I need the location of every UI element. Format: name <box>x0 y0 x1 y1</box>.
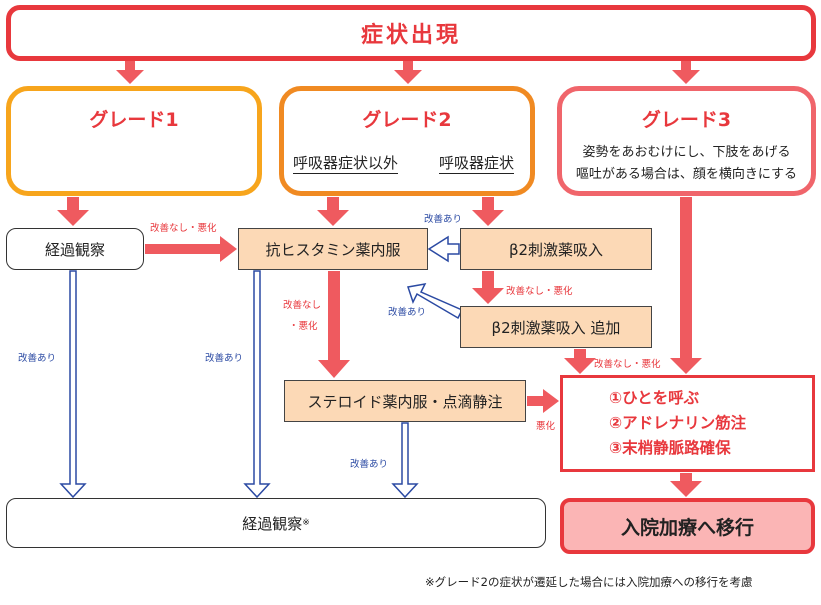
arrow-top-to-grade2 <box>394 61 422 84</box>
beta2-additional-label: β2刺激薬吸入 追加 <box>491 318 621 337</box>
arrow-grade2-to-beta2 <box>472 197 504 226</box>
grade2-box: グレード2 呼吸器症状以外 呼吸器症状 <box>279 86 535 196</box>
action-iv-access: ③末梢静脈路確保 <box>609 439 731 457</box>
arrow-actions-to-admission <box>670 473 702 497</box>
arrow-grade2-to-antihistamine <box>317 197 349 226</box>
symptom-onset-box: 症状出現 <box>6 5 816 61</box>
arrow-observe-to-antihistamine <box>145 236 237 262</box>
label-improve-steroid: 改善あり <box>350 459 389 470</box>
steroid-label: ステロイド薬内服・点滴静注 <box>307 392 503 411</box>
grade3-instruction-posture: 姿勢をあおむけにし、下肢をあげる <box>582 145 791 160</box>
label-improve-mid: 改善あり <box>205 353 244 364</box>
grade3-instruction-vomit: 嘔吐がある場合は、顔を横向きにする <box>575 167 798 182</box>
action-call-help: ①ひとを呼ぶ <box>609 389 700 407</box>
arrow-antihistamine-to-steroid <box>318 271 350 378</box>
steroid-box: ステロイド薬内服・点滴静注 <box>284 380 526 422</box>
observation-box-2: 経過観察※ <box>6 498 546 548</box>
arrow-top-to-grade1 <box>116 61 144 84</box>
label-worse-antihistamine-2: ・悪化 <box>289 321 318 332</box>
grade3-title: グレード3 <box>641 109 732 131</box>
admission-box: 入院加療へ移行 <box>560 498 815 554</box>
action-adrenaline: ②アドレナリン筋注 <box>609 414 747 432</box>
label-worse-beta2: 改善なし・悪化 <box>506 286 573 297</box>
antihistamine-box: 抗ヒスタミン薬内服 <box>238 228 428 270</box>
arrow-top-to-grade3 <box>672 61 700 84</box>
label-improve-beta2add: 改善あり <box>388 307 427 318</box>
label-improve-left: 改善あり <box>18 353 57 364</box>
grade2-title: グレード2 <box>362 109 452 131</box>
admission-label: 入院加療へ移行 <box>620 516 754 539</box>
arrow-beta2-to-beta2add <box>472 271 504 304</box>
arrow-beta2-to-antihistamine <box>427 235 460 263</box>
arrow-steroid-to-actions <box>527 389 559 413</box>
arrow-beta2add-to-actions <box>564 349 596 374</box>
beta2-inhalation-label: β2刺激薬吸入 <box>508 240 604 259</box>
emergency-actions-box: ①ひとを呼ぶ ②アドレナリン筋注 ③末梢静脈路確保 <box>560 375 815 472</box>
arrow-grade3-to-actions <box>670 197 702 374</box>
antihistamine-label: 抗ヒスタミン薬内服 <box>265 240 401 259</box>
symptom-onset-title: 症状出現 <box>360 23 461 48</box>
arrow-beta2add-to-antihistamine <box>407 283 464 320</box>
label-improve-beta2: 改善あり <box>424 214 463 225</box>
observation-note-mark: ※ <box>302 518 310 528</box>
label-worse-beta2add: 改善なし・悪化 <box>594 359 661 370</box>
observation-label-1: 経過観察 <box>44 240 105 259</box>
label-worse-antihistamine-1: 改善なし <box>283 300 322 311</box>
arrow-steroid-to-observe2 <box>391 422 419 499</box>
arrow-observe1-to-observe2 <box>59 270 87 499</box>
beta2-additional-box: β2刺激薬吸入 追加 <box>460 306 652 348</box>
footnote: ※グレード2の症状が遷延した場合には入院加療への移行を考慮 <box>425 575 753 589</box>
grade1-box: グレード1 <box>6 86 262 196</box>
grade2-respiratory: 呼吸器症状 <box>439 154 515 174</box>
label-worse-observe: 改善なし・悪化 <box>150 223 217 234</box>
observation-label-2: 経過観察 <box>242 514 303 533</box>
arrow-antihistamine-to-observe2 <box>243 270 271 499</box>
grade3-box: グレード3 姿勢をあおむけにし、下肢をあげる 嘔吐がある場合は、顔を横向きにする <box>557 86 816 196</box>
observation-box-1: 経過観察 <box>6 228 144 270</box>
arrow-grade1-to-observe <box>57 197 89 226</box>
label-worse-steroid: 悪化 <box>536 421 556 432</box>
grade1-title: グレード1 <box>89 109 179 131</box>
grade2-non-respiratory: 呼吸器症状以外 <box>293 154 399 174</box>
beta2-inhalation-box: β2刺激薬吸入 <box>460 228 652 270</box>
